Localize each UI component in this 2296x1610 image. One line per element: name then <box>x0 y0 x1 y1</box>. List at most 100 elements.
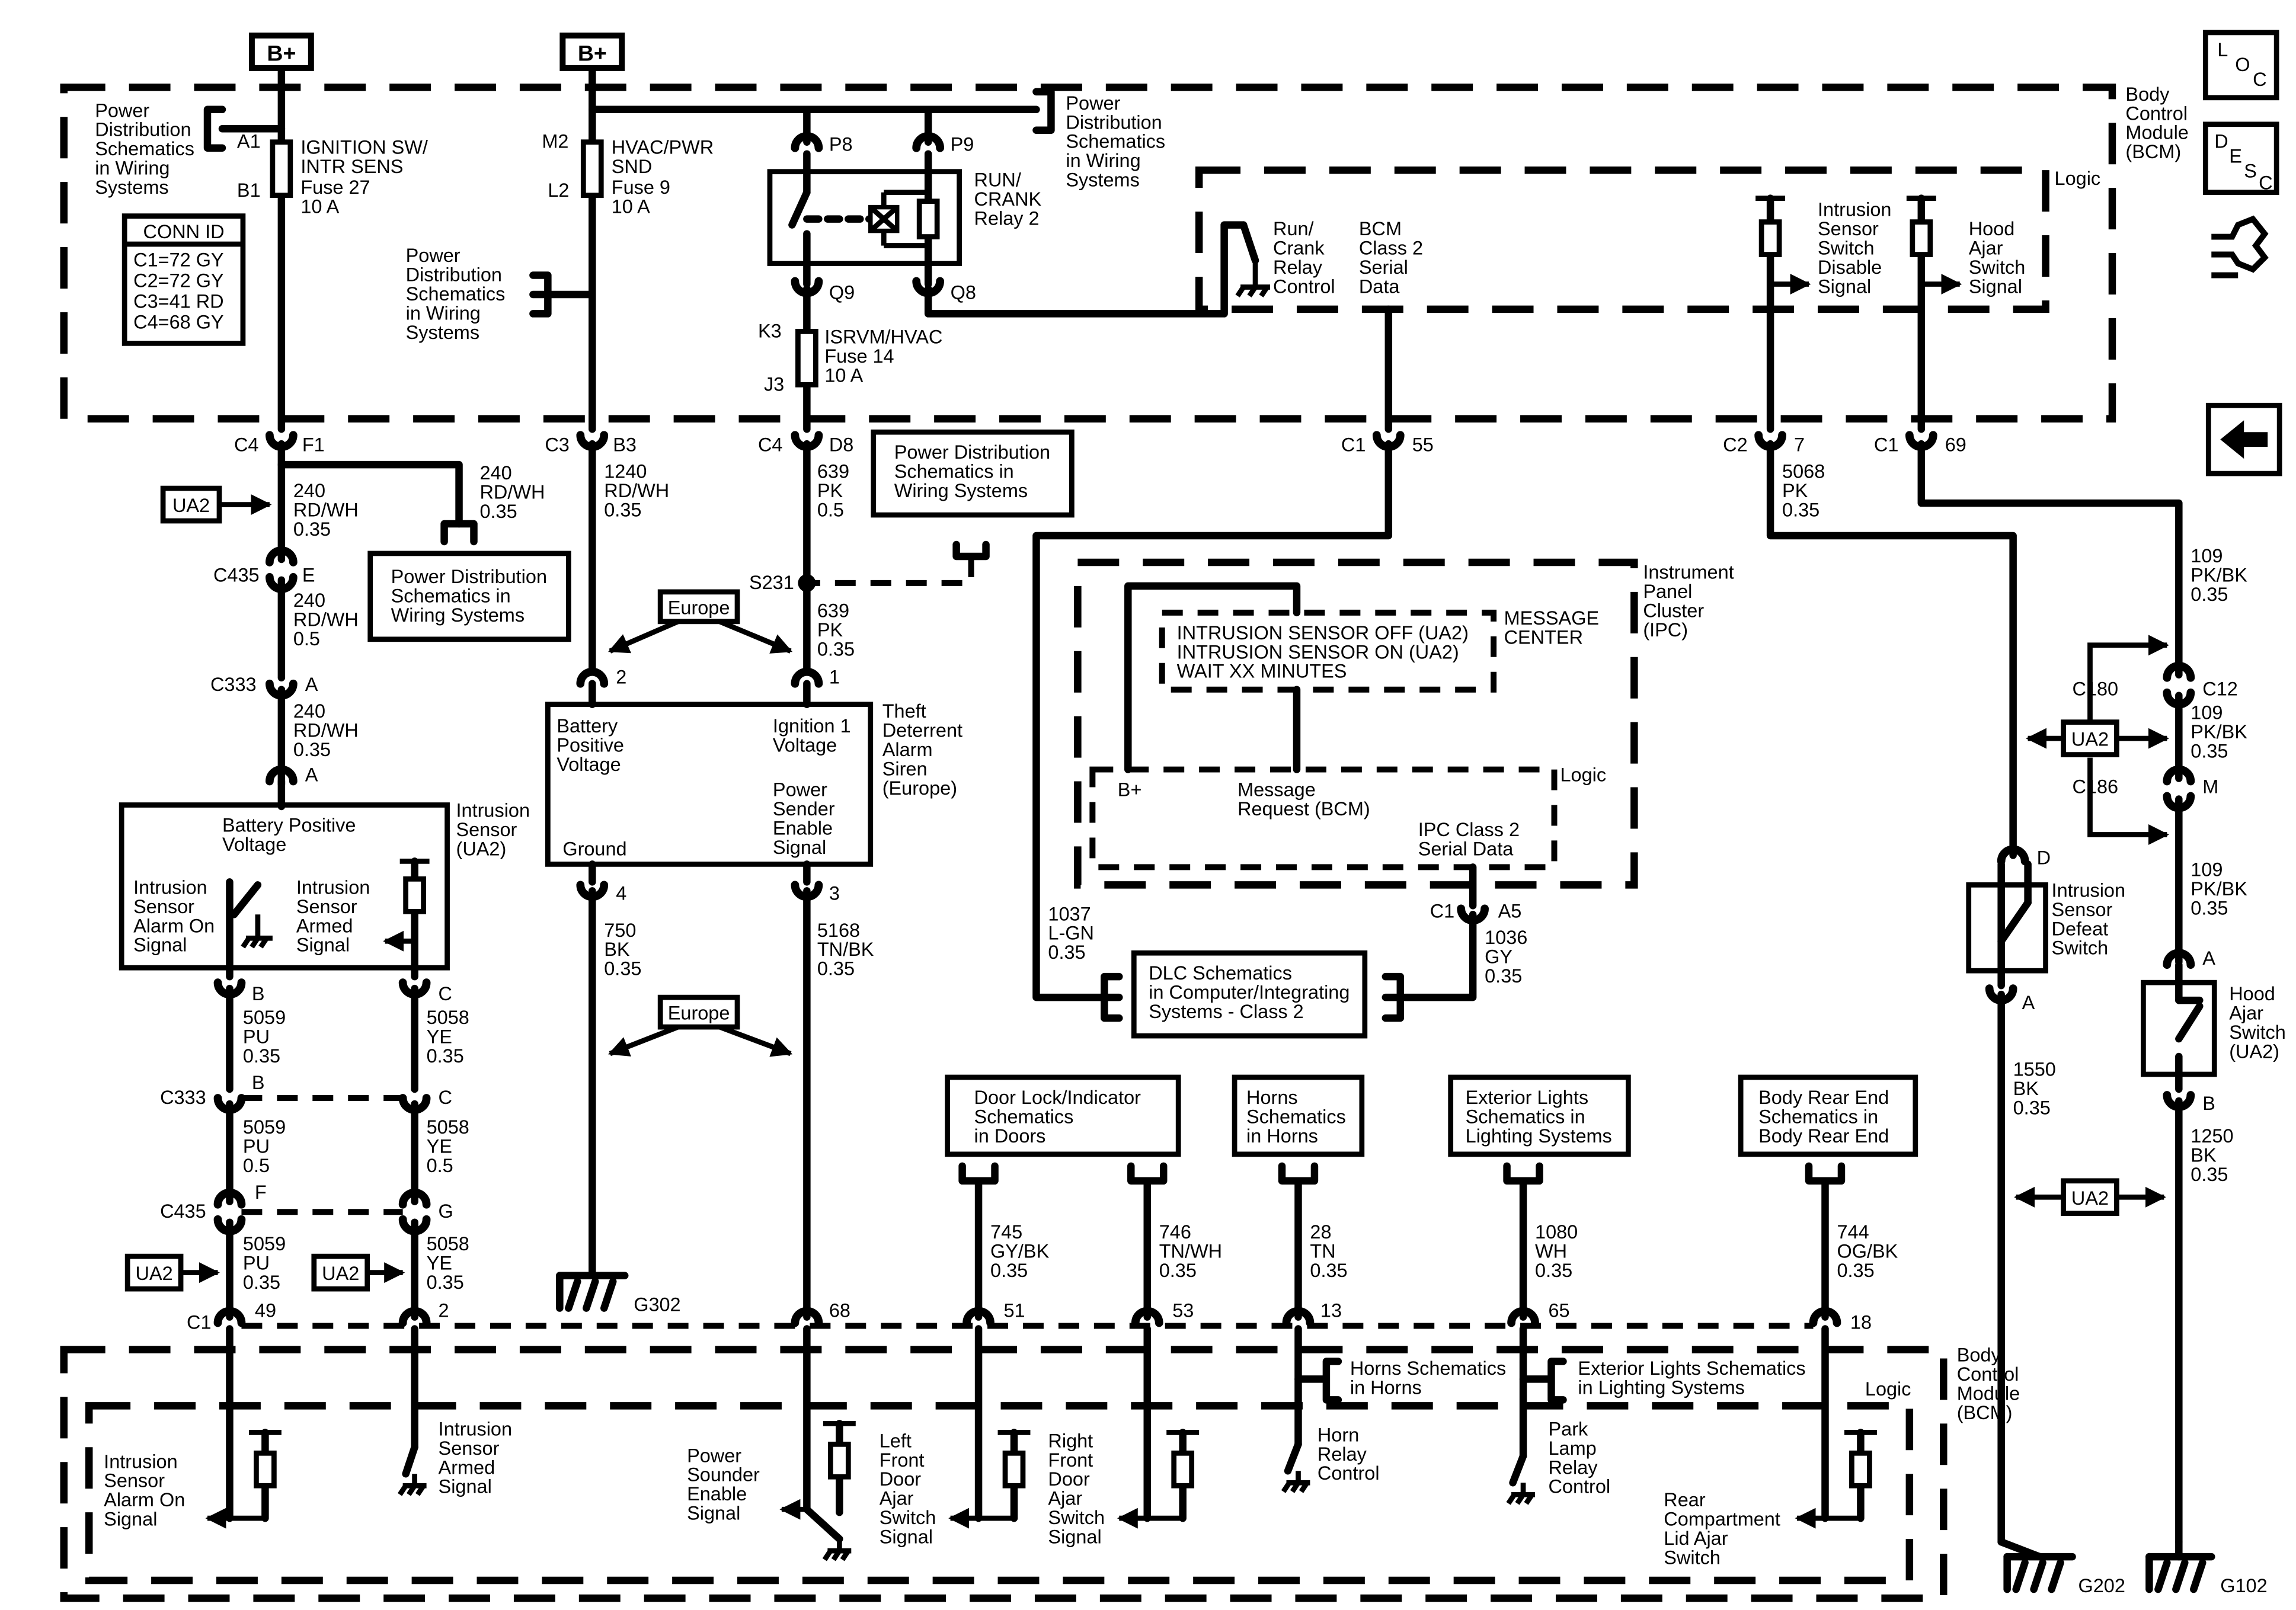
wire-5058-b: 5058 YE 0.5 <box>427 1116 469 1176</box>
svg-text:OG/BK: OG/BK <box>1837 1241 1898 1262</box>
svg-text:Europe: Europe <box>668 597 730 618</box>
wire-746: 746 TN/WH 0.35 <box>1159 1221 1222 1281</box>
svg-text:0.35: 0.35 <box>604 500 641 521</box>
horns-schematics-ref-bottom[interactable]: Horns Schematics in Horns <box>1294 1358 1506 1404</box>
svg-text:Q9: Q9 <box>829 281 855 303</box>
svg-text:Ground: Ground <box>562 838 626 859</box>
bcm-power-sounder-enable: Power Sounder Enable Signal <box>687 1325 856 1561</box>
svg-text:G302: G302 <box>634 1294 680 1315</box>
svg-text:5058: 5058 <box>427 1007 469 1028</box>
svg-text:TN/BK: TN/BK <box>817 939 874 960</box>
svg-text:C4: C4 <box>758 434 783 456</box>
svg-text:PK/BK: PK/BK <box>2191 721 2247 742</box>
pds-box-1[interactable]: Power Distribution Schematics in Wiring … <box>367 550 571 642</box>
svg-text:Sounder: Sounder <box>687 1464 760 1486</box>
theft-deterrent-alarm-siren: Battery Positive Voltage Ignition 1 Volt… <box>545 700 962 867</box>
bplus-left: B+ <box>248 32 314 71</box>
svg-text:Switch: Switch <box>880 1507 936 1528</box>
svg-text:A: A <box>2202 948 2215 969</box>
svg-text:5168: 5168 <box>817 920 860 941</box>
bcm-left-front-door-ajar: Left Front Door Ajar Switch Signal <box>880 1325 1031 1548</box>
svg-text:109: 109 <box>2191 859 2223 880</box>
svg-text:in Lighting Systems: in Lighting Systems <box>1578 1377 1744 1398</box>
svg-text:PU: PU <box>243 1253 270 1274</box>
svg-text:P9: P9 <box>951 134 974 155</box>
exterior-lights-schematics-ref-bottom[interactable]: Exterior Lights Schematics in Lighting S… <box>1519 1358 1806 1404</box>
svg-text:in Doors: in Doors <box>974 1125 1046 1147</box>
svg-text:Hood: Hood <box>2229 983 2275 1004</box>
svg-text:A: A <box>2022 992 2035 1013</box>
desc-nav-icon[interactable]: D E S C <box>2202 121 2279 196</box>
svg-text:L2: L2 <box>548 180 569 201</box>
svg-text:B3: B3 <box>613 434 637 456</box>
svg-text:639: 639 <box>817 600 849 621</box>
bcm-class2-serial-data: BCM Class 2 Serial Data <box>1359 218 1423 297</box>
svg-text:Serial: Serial <box>1359 257 1408 278</box>
wire-745: 745 GY/BK 0.35 <box>990 1221 1050 1281</box>
svg-text:C1=72 GY: C1=72 GY <box>133 249 223 271</box>
svg-text:Control: Control <box>1318 1462 1380 1484</box>
svg-text:Left: Left <box>880 1430 912 1451</box>
svg-text:1240: 1240 <box>604 461 647 482</box>
pds-box-2[interactable]: Power Distribution Schematics in Wiring … <box>871 429 1075 518</box>
svg-text:Horn: Horn <box>1318 1424 1359 1445</box>
svg-text:BK: BK <box>604 939 630 960</box>
fuse-27: A1 B1 IGNITION SW/ INTR SENS Fuse 27 10 … <box>237 131 428 217</box>
svg-text:S231: S231 <box>749 572 794 593</box>
connector-c435-e: C435 E <box>213 546 315 593</box>
svg-text:Distribution: Distribution <box>1066 111 1162 133</box>
svg-text:Data: Data <box>1359 276 1400 297</box>
pds-ref-left[interactable]: Power Distribution Schematics in Wiring … <box>95 100 226 198</box>
horns-schematics-ref[interactable]: Horns Schematics in Horns <box>1232 1074 1365 1185</box>
svg-text:RD/WH: RD/WH <box>293 500 359 521</box>
svg-text:3: 3 <box>829 882 840 904</box>
wire-5058-c: 5058 YE 0.35 <box>427 1233 469 1293</box>
body-rear-end-schematics-ref[interactable]: Body Rear End Schematics in Body Rear En… <box>1738 1074 1918 1185</box>
svg-text:Sensor: Sensor <box>133 896 194 917</box>
bcm-top-logic <box>1195 166 2049 313</box>
ipc-class2-serial-data: IPC Class 2 Serial Data <box>1418 819 1520 859</box>
svg-text:0.35: 0.35 <box>990 1260 1028 1281</box>
svg-text:Deterrent: Deterrent <box>882 720 962 741</box>
bcm-rear-compartment-lid-ajar: Rear Compartment Lid Ajar Switch <box>1664 1325 1877 1569</box>
svg-text:Ajar: Ajar <box>880 1488 914 1509</box>
wiring-connector-icon[interactable] <box>2211 215 2269 279</box>
svg-text:Sensor: Sensor <box>456 819 517 840</box>
pds-ref-mid[interactable]: Power Distribution Schematics in Wiring … <box>406 245 552 343</box>
svg-text:0.35: 0.35 <box>427 1045 464 1067</box>
connector-c186-m: C186 M <box>2073 765 2218 812</box>
dlc-schematics-ref[interactable]: DLC Schematics in Computer/Integrating S… <box>1101 950 1405 1039</box>
svg-text:0.35: 0.35 <box>2191 897 2228 918</box>
pds-ref-right[interactable]: Power Distribution Schematics in Wiring … <box>1032 88 1165 191</box>
svg-text:RD/WH: RD/WH <box>479 482 545 503</box>
svg-text:C: C <box>439 983 452 1004</box>
svg-text:0.35: 0.35 <box>1782 500 1819 521</box>
loc-nav-icon[interactable]: L O C <box>2202 30 2279 101</box>
bcm-intrusion-sensor-switch-disable: Intrusion Sensor Switch Disable Signal <box>1755 194 1891 433</box>
svg-text:0.35: 0.35 <box>604 958 641 980</box>
svg-text:Siren: Siren <box>882 758 928 780</box>
svg-text:18: 18 <box>1850 1312 1872 1333</box>
back-arrow-icon[interactable] <box>2205 402 2282 476</box>
svg-text:Ignition 1: Ignition 1 <box>773 715 851 737</box>
svg-text:Signal: Signal <box>133 934 187 956</box>
svg-text:Signal: Signal <box>880 1526 933 1548</box>
door-lock-schematics-ref[interactable]: Door Lock/Indicator Schematics in Doors <box>945 1074 1181 1185</box>
svg-text:in Computer/Integrating: in Computer/Integrating <box>1149 982 1350 1003</box>
svg-text:Compartment: Compartment <box>1664 1509 1780 1530</box>
svg-text:53: 53 <box>1172 1300 1194 1321</box>
svg-text:Voltage: Voltage <box>222 834 286 855</box>
wire-5068: 5068 PK 0.35 <box>1782 461 1825 521</box>
intrusion-sensor-defeat-switch: D A Intrusion Sensor Defeat Switch <box>1966 845 2125 1013</box>
svg-text:0.35: 0.35 <box>243 1272 280 1293</box>
exterior-lights-schematics-ref[interactable]: Exterior Lights Schematics in Lighting S… <box>1448 1074 1631 1185</box>
svg-text:in Horns: in Horns <box>1246 1125 1318 1147</box>
svg-text:Ajar: Ajar <box>2229 1003 2263 1024</box>
svg-text:BCM: BCM <box>1359 218 1402 239</box>
svg-text:Armed: Armed <box>296 915 353 936</box>
svg-text:CRANK: CRANK <box>974 188 1042 210</box>
svg-text:Ajar: Ajar <box>1048 1488 1082 1509</box>
europe-label-1: Europe <box>608 589 793 654</box>
svg-text:0.5: 0.5 <box>293 628 320 649</box>
svg-text:A: A <box>305 764 318 786</box>
